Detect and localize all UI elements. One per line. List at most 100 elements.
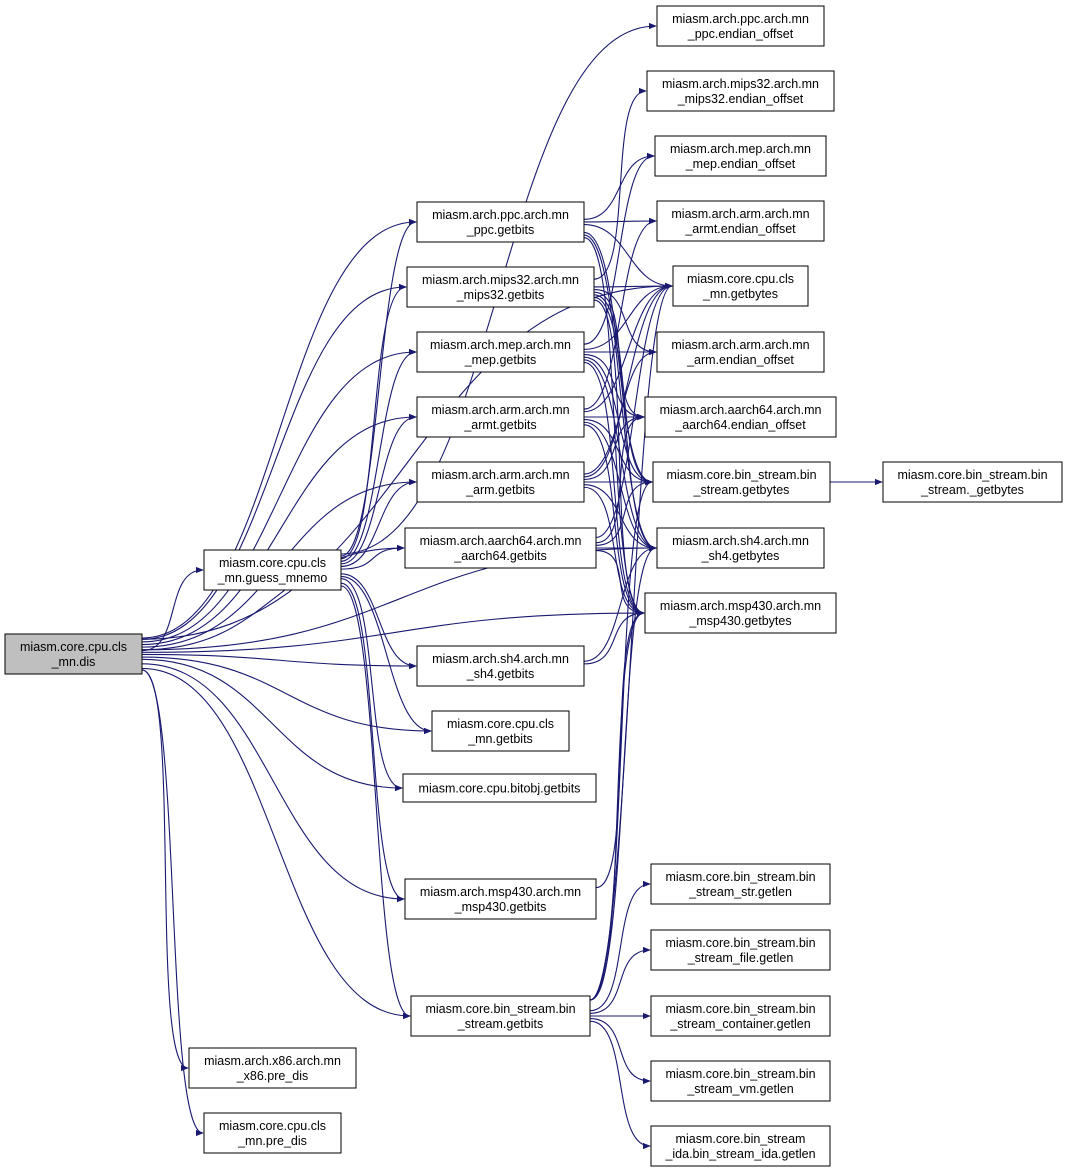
node-label-line: miasm.arch.aarch64.arch.mn bbox=[420, 534, 582, 548]
edge-ppc-gb-to-cls-gbytes bbox=[583, 224, 673, 290]
edge-dis-to-armt-gb bbox=[141, 413, 417, 646]
edge-arm-gb-to-cls-gbytes bbox=[583, 282, 673, 475]
node-armt-gb[interactable]: miasm.arch.arm.arch.mn_armt.getbits bbox=[416, 396, 585, 438]
node-label-line: _aarch64.getbits bbox=[453, 549, 546, 563]
node-bs-gbytes[interactable]: miasm.core.bin_stream.bin_stream.getbyte… bbox=[652, 461, 831, 503]
node-box bbox=[416, 645, 585, 687]
node-label-line: miasm.core.cpu.bitobj.getbits bbox=[419, 782, 581, 796]
edge-dis-to-cls-pre bbox=[141, 669, 204, 1137]
node-mips-eo[interactable]: miasm.arch.mips32.arch.mn_mips32.endian_… bbox=[646, 70, 835, 112]
edge-bs-gb-to-str-len bbox=[589, 880, 651, 1012]
node-label-line: miasm.arch.msp430.arch.mn bbox=[420, 885, 581, 899]
edge-guess-to-mips-gb bbox=[340, 283, 407, 560]
node-box bbox=[644, 396, 837, 438]
node-label-line: _mn.getbytes bbox=[702, 287, 778, 301]
edge-dis-to-bitobj-gb bbox=[141, 658, 403, 792]
node-file-len[interactable]: miasm.core.bin_stream.bin_stream_file.ge… bbox=[650, 929, 831, 971]
node-label-line: _stream_file.getlen bbox=[687, 951, 794, 965]
node-box bbox=[431, 710, 570, 752]
node-box bbox=[656, 331, 825, 373]
node-bs--gbytes[interactable]: miasm.core.bin_stream.bin_stream._getbyt… bbox=[882, 461, 1063, 503]
node-ppc-eo[interactable]: miasm.arch.ppc.arch.mn_ppc.endian_offset bbox=[656, 5, 825, 47]
node-box bbox=[410, 995, 591, 1037]
node-label-line: miasm.core.cpu.cls bbox=[687, 272, 794, 286]
node-sh4-gb[interactable]: miasm.arch.sh4.arch.mn_sh4.getbits bbox=[416, 645, 585, 687]
node-sh4-gbytes[interactable]: miasm.arch.sh4.arch.mn_sh4.getbytes bbox=[656, 527, 825, 569]
node-label-line: _mep.endian_offset bbox=[685, 157, 796, 171]
node-label-line: _msp430.getbits bbox=[454, 900, 547, 914]
node-box bbox=[650, 929, 831, 971]
node-mep-eo[interactable]: miasm.arch.mep.arch.mn_mep.endian_offset bbox=[654, 135, 827, 177]
edge-mips-gb-to-bs-gbytes bbox=[593, 294, 653, 486]
node-dis[interactable]: miasm.core.cpu.cls_mn.dis bbox=[4, 633, 143, 675]
node-vm-len[interactable]: miasm.core.bin_stream.bin_stream_vm.getl… bbox=[650, 1060, 831, 1102]
node-str-len[interactable]: miasm.core.bin_stream.bin_stream_str.get… bbox=[650, 863, 831, 905]
node-bitobj-gb[interactable]: miasm.core.cpu.bitobj.getbits bbox=[402, 773, 597, 803]
edge-aarch-gb-to-cls-gbytes bbox=[595, 282, 673, 539]
edge-dis-to-bs-gb bbox=[141, 667, 411, 1020]
node-label-line: _mn.dis bbox=[51, 655, 96, 669]
node-label-line: _mep.getbits bbox=[464, 353, 537, 367]
node-label-line: _x86.pre_dis bbox=[236, 1069, 309, 1083]
node-label-line: _stream.getbytes bbox=[693, 483, 790, 497]
edge-bs-gb-to-file-len bbox=[589, 946, 651, 1014]
node-label-line: miasm.arch.mips32.arch.mn bbox=[422, 273, 579, 287]
edge-dis-to-msp-gbytes bbox=[141, 609, 645, 653]
node-box bbox=[650, 863, 831, 905]
edge-armt-gb-to-armt-eo bbox=[583, 217, 657, 410]
node-cls-gbytes[interactable]: miasm.core.cpu.cls_mn.getbytes bbox=[672, 265, 809, 307]
edge-guess-to-mep-gb bbox=[340, 348, 417, 562]
edge-guess-to-bs-gb bbox=[340, 585, 411, 1020]
node-cls-gb[interactable]: miasm.core.cpu.cls_mn.getbits bbox=[431, 710, 570, 752]
node-msp-gbytes[interactable]: miasm.arch.msp430.arch.mn_msp430.getbyte… bbox=[644, 592, 837, 634]
node-label-line: _aarch64.endian_offset bbox=[674, 418, 806, 432]
node-mips-gb[interactable]: miasm.arch.mips32.arch.mn_mips32.getbits bbox=[406, 266, 595, 308]
edge-armt-gb-to-bs-gbytes bbox=[583, 419, 653, 486]
node-ppc-gb[interactable]: miasm.arch.ppc.arch.mn_ppc.getbits bbox=[416, 201, 585, 243]
edge-guess-to-cls-gb bbox=[340, 575, 432, 735]
node-arm-eo[interactable]: miasm.arch.arm.arch.mn_arm.endian_offset bbox=[656, 331, 825, 373]
node-box bbox=[656, 5, 825, 47]
edge-guess-to-aarch-gb bbox=[340, 544, 405, 570]
edge-mips-gb-to-sh4-gbytes bbox=[593, 296, 657, 552]
node-label-line: miasm.arch.sh4.arch.mn bbox=[432, 652, 569, 666]
node-arm-gb[interactable]: miasm.arch.arm.arch.mn_arm.getbits bbox=[416, 461, 585, 503]
node-bs-gb[interactable]: miasm.core.bin_stream.bin_stream.getbits bbox=[410, 995, 591, 1037]
node-label-line: miasm.core.bin_stream.bin bbox=[897, 468, 1047, 482]
node-box bbox=[203, 549, 342, 591]
node-aarch-gb[interactable]: miasm.arch.aarch64.arch.mn_aarch64.getbi… bbox=[404, 527, 597, 569]
edge-mep-gb-to-cls-gbytes bbox=[583, 282, 673, 350]
node-box bbox=[416, 461, 585, 503]
node-cont-len[interactable]: miasm.core.bin_stream.bin_stream_contain… bbox=[650, 995, 831, 1037]
node-x86-pre[interactable]: miasm.arch.x86.arch.mn_x86.pre_dis bbox=[188, 1047, 357, 1089]
edge-guess-to-ppc-gb bbox=[340, 218, 417, 557]
node-label-line: _sh4.getbits bbox=[466, 667, 534, 681]
edge-arm-gb-to-sh4-gbytes bbox=[583, 484, 657, 552]
node-label-line: miasm.core.cpu.cls bbox=[447, 717, 554, 731]
node-msp-gb[interactable]: miasm.arch.msp430.arch.mn_msp430.getbits bbox=[404, 878, 597, 920]
node-label-line: _msp430.getbytes bbox=[688, 614, 791, 628]
node-label-line: miasm.arch.arm.arch.mn bbox=[431, 468, 569, 482]
node-box bbox=[416, 396, 585, 438]
node-cls-pre[interactable]: miasm.core.cpu.cls_mn.pre_dis bbox=[203, 1112, 342, 1154]
edge-bs-gb-to-bs-gbytes bbox=[589, 478, 653, 1001]
node-label-line: miasm.arch.x86.arch.mn bbox=[204, 1054, 341, 1068]
node-box bbox=[654, 135, 827, 177]
edge-ppc-gb-to-mep-eo bbox=[583, 152, 655, 220]
edge-arm-gb-to-msp-gbytes bbox=[583, 486, 645, 617]
node-box bbox=[644, 592, 837, 634]
node-guess[interactable]: miasm.core.cpu.cls_mn.guess_mnemo bbox=[203, 549, 342, 591]
node-box bbox=[406, 266, 595, 308]
node-aarch-eo[interactable]: miasm.arch.aarch64.arch.mn_aarch64.endia… bbox=[644, 396, 837, 438]
node-label-line: _stream_container.getlen bbox=[669, 1017, 810, 1031]
node-mep-gb[interactable]: miasm.arch.mep.arch.mn_mep.getbits bbox=[416, 331, 585, 373]
node-ida-len[interactable]: miasm.core.bin_stream_ida.bin_stream_ida… bbox=[650, 1125, 831, 1167]
node-label-line: _stream_str.getlen bbox=[688, 885, 792, 899]
edge-bs-gb-to-ida-len bbox=[589, 1020, 651, 1150]
node-armt-eo[interactable]: miasm.arch.arm.arch.mn_armt.endian_offse… bbox=[656, 200, 825, 242]
edge-armt-gb-to-msp-gbytes bbox=[583, 424, 645, 617]
node-label-line: _ida.bin_stream_ida.getlen bbox=[664, 1147, 815, 1161]
node-label-line: _sh4.getbytes bbox=[701, 549, 780, 563]
edge-sh4-gb-to-sh4-gbytes bbox=[583, 544, 657, 662]
